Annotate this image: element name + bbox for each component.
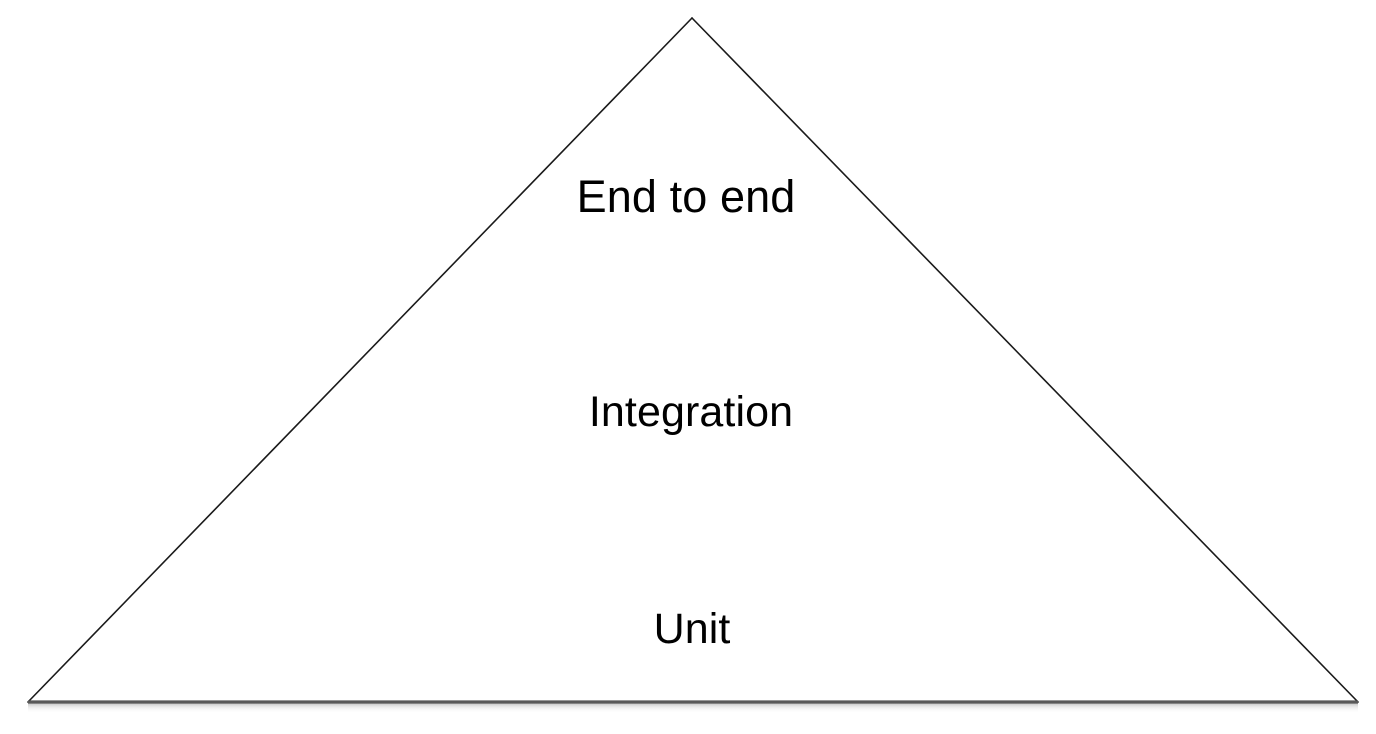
pyramid-left-edge — [27, 17, 693, 703]
pyramid-tier-end-to-end: End to end — [576, 171, 796, 222]
pyramid-tier-integration: Integration — [588, 388, 794, 436]
base-shadow — [28, 703, 1358, 714]
pyramid-tier-unit: Unit — [653, 605, 731, 653]
pyramid-right-edge — [691, 17, 1359, 703]
